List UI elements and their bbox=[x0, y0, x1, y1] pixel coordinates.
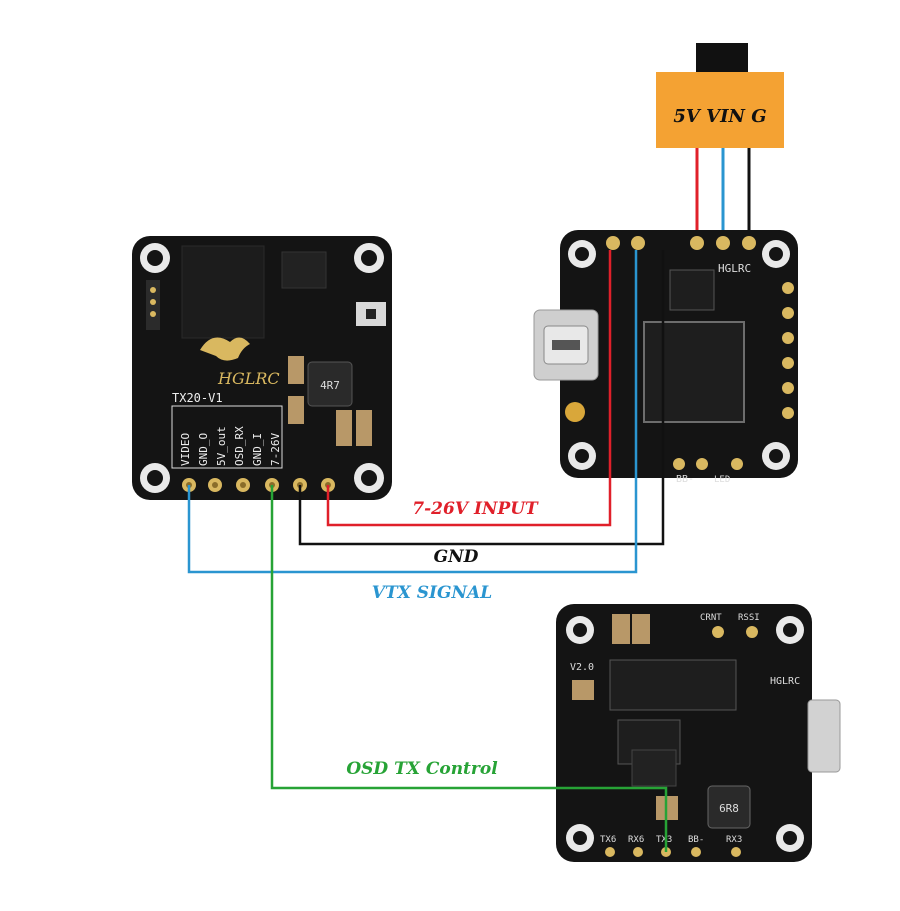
vtx-shield bbox=[181, 245, 265, 339]
fc-bottom-pad-label: RX6 bbox=[628, 835, 644, 845]
fc-top-bottom-pad bbox=[673, 458, 685, 470]
vtx-inductor-text: 4R7 bbox=[320, 379, 340, 392]
fc-bottom-top-pad bbox=[746, 626, 758, 638]
fc-top-bottom-pad bbox=[731, 458, 743, 470]
wire-vtx-signal bbox=[187, 250, 638, 574]
wire-osd-tx bbox=[270, 485, 668, 852]
fc-bottom-pad-label: RX3 bbox=[726, 835, 742, 845]
fc-top-brand: HGLRC bbox=[718, 262, 751, 275]
connector-plug bbox=[696, 43, 748, 73]
vtx-logo: HGLRC bbox=[217, 369, 280, 388]
fc-bottom-pad-label: CRNT bbox=[700, 613, 722, 623]
fc-bottom-brand: HGLRC bbox=[770, 676, 800, 687]
fc-bottom-inductor bbox=[707, 785, 751, 829]
label-osd-tx-control: OSD TX Control bbox=[346, 759, 498, 779]
fc-bottom-pcb bbox=[556, 604, 812, 862]
connector-body bbox=[656, 72, 784, 148]
vtx-pin-label: VIDEO bbox=[179, 433, 192, 466]
fc-bottom-top-pad bbox=[712, 626, 724, 638]
connector-label: 5V VIN G bbox=[673, 106, 766, 127]
vtx-pin-label: OSD_RX bbox=[233, 426, 246, 466]
fc-mcu bbox=[643, 321, 745, 423]
vtx-pin-label: 5V_out bbox=[215, 426, 228, 466]
label-7-26v-input: 7-26V INPUT bbox=[412, 499, 539, 519]
fc-board-bottom: 6R8 V2.0 HGLRC CRNT RSSI TX6 RX6 TX3 BB-… bbox=[556, 604, 841, 862]
fc-board-top: HGLRC BB- LED bbox=[533, 230, 798, 485]
vtx-pin-label-box bbox=[171, 405, 283, 469]
vtx-capacitor bbox=[356, 410, 372, 446]
fc-bottom-pad-label: TX6 bbox=[600, 835, 616, 845]
fc-bottom-version: V2.0 bbox=[570, 662, 594, 673]
vtx-pin-label: GND_O bbox=[197, 433, 210, 466]
vtx-inductor bbox=[307, 361, 353, 407]
fc-bottom-pad-label: TX3 bbox=[656, 835, 672, 845]
fc-bottom-osd-chip bbox=[609, 659, 737, 711]
fc-top-pads bbox=[606, 236, 756, 250]
fc-top-side-pads bbox=[782, 282, 794, 419]
connector-wires bbox=[695, 148, 751, 240]
wire-red-input bbox=[326, 250, 612, 527]
fc-top-bb-text: BB- bbox=[676, 474, 694, 485]
vtx-board: 4R7 HGLRC TX20-V1 VIDEO GND_O 5V_out OSD… bbox=[132, 236, 392, 500]
fc-bottom-inductor-text: 6R8 bbox=[719, 802, 739, 815]
fc-bottom-bottom-pads bbox=[605, 847, 741, 857]
label-vtx-signal: VTX SIGNAL bbox=[372, 583, 492, 603]
fc-gyro bbox=[669, 269, 715, 311]
fc-boot-button bbox=[565, 402, 585, 422]
fc-bottom-pad-label: RSSI bbox=[738, 613, 760, 623]
fc-bottom-capacitor bbox=[632, 614, 650, 644]
fc-bottom-usb bbox=[807, 699, 841, 773]
fc-bottom-pad-label: BB- bbox=[688, 835, 704, 845]
vtx-chip bbox=[281, 251, 327, 289]
dinosaur-logo-icon bbox=[200, 337, 250, 361]
fc-bottom-connector bbox=[631, 749, 677, 787]
fc-bottom-capacitor bbox=[572, 680, 594, 700]
vtx-capacitor bbox=[336, 410, 352, 446]
fc-top-bottom-pad bbox=[696, 458, 708, 470]
fc-bottom-capacitor bbox=[612, 614, 630, 644]
vtx-capacitor bbox=[288, 396, 304, 424]
label-gnd: GND bbox=[434, 547, 479, 567]
vtx-model: TX20-V1 bbox=[172, 391, 223, 405]
vtx-capacitor bbox=[288, 356, 304, 384]
wire-gnd bbox=[298, 250, 665, 546]
vtx-pin-label: 7-26V bbox=[269, 433, 282, 466]
power-connector: 5V VIN G bbox=[656, 43, 784, 148]
fc-top-led-text: LED bbox=[714, 475, 730, 485]
vtx-pin-label: GND_I bbox=[251, 433, 264, 466]
